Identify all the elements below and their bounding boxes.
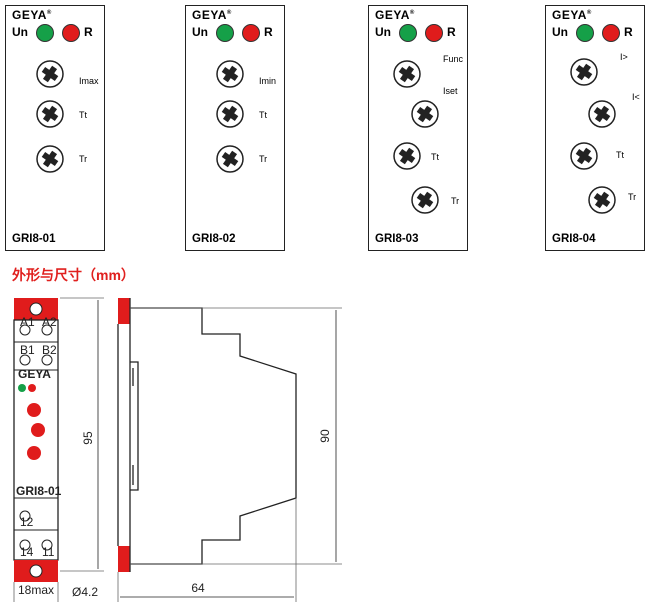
dimension-drawing: A1 A2 B1 B2 GEYA GRI8-01 12 14 11 95 18m… (13, 297, 342, 602)
label-i-less: I< (632, 92, 640, 102)
label-i-greater: I> (620, 52, 628, 62)
r-label: R (624, 25, 633, 39)
r-led (242, 24, 260, 42)
knob-current (36, 60, 64, 88)
terminal-12: 12 (20, 515, 34, 529)
panel-gri8-01: GEYA® Un R Imax Tt Tr GRI8-01 (5, 5, 105, 251)
brand-logo: GEYA® (12, 8, 52, 22)
model-name: GRI8-02 (192, 233, 236, 245)
brand-logo: GEYA® (192, 8, 232, 22)
section-title: 外形与尺寸（mm） (12, 267, 135, 283)
r-label: R (264, 25, 273, 39)
un-label: Un (552, 25, 568, 39)
un-led (36, 24, 54, 42)
un-label: Un (375, 25, 391, 39)
dim-hole: Ø4.2 (72, 585, 98, 599)
label-tt: Tt (616, 150, 624, 160)
r-label: R (447, 25, 456, 39)
model-name: GRI8-04 (552, 233, 596, 245)
side-view (117, 298, 297, 572)
front-model: GRI8-01 (16, 484, 62, 498)
un-led (399, 24, 417, 42)
label-tr: Tr (259, 154, 268, 164)
un-label: Un (192, 25, 208, 39)
un-led (216, 24, 234, 42)
panel-gri8-02: GEYA® Un R Imin Tt Tr GRI8-02 (185, 5, 285, 251)
terminal-14: 14 (20, 545, 34, 559)
dim-height-side: 90 (318, 429, 332, 443)
knob-group (36, 60, 64, 173)
r-led (602, 24, 620, 42)
dim-width: 18max (18, 583, 54, 597)
terminal-b2: B2 (42, 343, 57, 357)
terminal-11: 11 (42, 545, 55, 559)
model-name: GRI8-03 (375, 233, 419, 245)
front-brand: GEYA (18, 367, 51, 381)
r-led (425, 24, 443, 42)
label-iset: Iset (443, 86, 458, 96)
label-tr: Tr (451, 196, 460, 206)
un-label: Un (12, 25, 28, 39)
label-imin: Imin (259, 76, 277, 86)
terminal-a1: A1 (20, 315, 35, 329)
brand-logo: GEYA® (375, 8, 415, 22)
model-name: GRI8-01 (12, 233, 56, 245)
label-imax: Imax (79, 76, 99, 86)
panel-gri8-03: GEYA® Un R Func Iset Tt Tr GRI8-03 (368, 5, 468, 251)
knob-tt (36, 100, 64, 128)
label-func: Func (443, 54, 464, 64)
un-led (576, 24, 594, 42)
label-tr: Tr (79, 154, 88, 164)
r-label: R (84, 25, 93, 39)
brand-logo: GEYA® (552, 8, 592, 22)
label-tt: Tt (79, 110, 87, 120)
dim-height-front: 95 (81, 431, 95, 445)
dim-depth: 64 (191, 581, 205, 595)
label-tt: Tt (259, 110, 267, 120)
r-led (62, 24, 80, 42)
knob-group (393, 60, 439, 214)
knob-group (216, 60, 244, 173)
front-view (13, 298, 59, 582)
label-tt: Tt (431, 152, 439, 162)
knob-group (570, 58, 616, 214)
terminal-a2: A2 (42, 315, 57, 329)
label-tr: Tr (628, 192, 637, 202)
knob-tr (36, 145, 64, 173)
panel-gri8-04: GEYA® Un R I> I< Tt Tr GRI8-04 (545, 5, 645, 251)
terminal-b1: B1 (20, 343, 35, 357)
